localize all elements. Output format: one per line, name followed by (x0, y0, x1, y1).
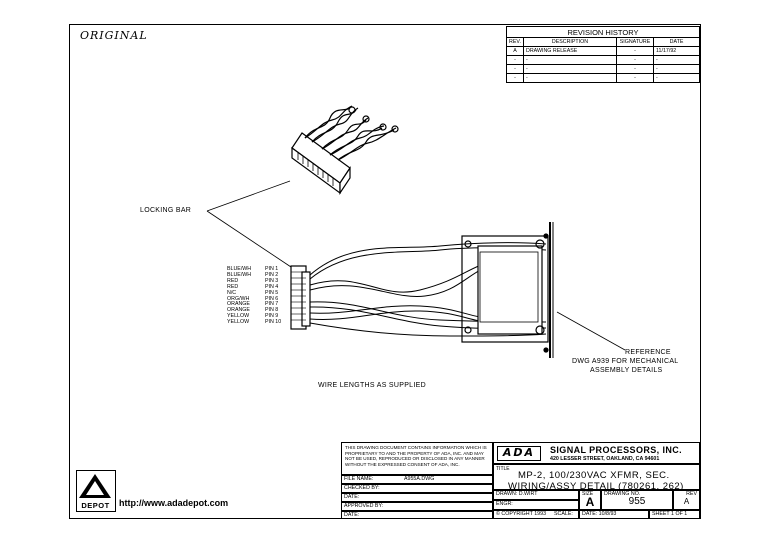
handwritten-original: ORIGINAL (80, 29, 148, 42)
transformer-icon (461, 222, 554, 358)
date-field: DATE: (341, 511, 493, 519)
reference-label: DWG A939 FOR MECHANICAL (572, 358, 679, 365)
checked-by: CHECKED BY: (341, 484, 493, 493)
pin-number: PIN 6 (265, 295, 279, 302)
date-field: DATE: (341, 493, 493, 502)
list-item: ORANGE PIN 7 (227, 302, 281, 308)
title-label: TITLE (496, 466, 510, 472)
website-link[interactable]: http://www.adadepot.com (119, 498, 229, 508)
rev-cell: - (653, 73, 700, 83)
list-item: N/C PIN 5 (227, 289, 281, 297)
file-name-row: FILE NAME: A955A.DWG (341, 475, 493, 484)
size-label: SIZE (582, 491, 594, 497)
locking-bar-label: LOCKING BAR (140, 207, 192, 214)
pin-number: PIN 5 (265, 289, 279, 296)
ada-logo: ADA (497, 446, 541, 461)
engineer: ENGR: (493, 500, 579, 510)
pin-color: ORANGE (227, 307, 250, 314)
pin-number: PIN 7 (265, 301, 279, 308)
pin-color: BLUE/WH (227, 271, 252, 278)
copyright: © COPYRIGHT 1993 (496, 511, 547, 517)
drawing-title: WIRING/ASSY DETAIL (780261, 262) (508, 481, 684, 490)
pin-color: YELLOW (227, 313, 250, 320)
title-cell: TITLE MP-2, 100/230VAC XFMR, SEC. WIRING… (493, 464, 700, 490)
pin-list: BLUE/WH PIN 1 BLUE/WH PIN 2 RED PIN 3 RED PI… (227, 266, 282, 326)
size-cell: SIZE A (579, 490, 601, 510)
drawing-no-label: DRAWING NO. (604, 491, 641, 497)
list-item: ORG/WH PIN 6 (227, 295, 281, 303)
depot-logo: DEPOT (76, 470, 116, 512)
pin-number: PIN 4 (265, 283, 279, 290)
pin-number: PIN 1 (265, 266, 279, 272)
wire-lengths-label: WIRE LENGTHS AS SUPPLIED (318, 382, 426, 389)
depot-text: DEPOT (81, 501, 110, 510)
title-block: THIS DRAWING DOCUMENT CONTAINS INFORMATI… (341, 442, 700, 519)
connector-isometric-icon (291, 105, 399, 195)
drawn-by: DRAWN: D.WIRT (493, 490, 579, 500)
pin-color: RED (227, 277, 239, 284)
leader-line (206, 180, 291, 212)
approved-by: APPROVED BY: (341, 502, 493, 511)
leader-line (556, 311, 626, 351)
copyright-row: © COPYRIGHT 1993 SCALE: (493, 510, 579, 519)
pin-color: ORG/WH (227, 295, 250, 302)
table-row: - - - - (506, 73, 700, 83)
pin-number: PIN 8 (265, 307, 279, 314)
drawing-no-value: 955 (628, 496, 646, 507)
company-name: SIGNAL PROCESSORS, INC. (550, 445, 683, 455)
pin-color: ORANGE (227, 301, 250, 308)
list-item: YELLOW PIN 9 (227, 313, 281, 320)
size-value: A (585, 495, 595, 509)
pin-color: YELLOW (227, 319, 250, 326)
drawing-no-cell: DRAWING NO. 955 (601, 490, 673, 510)
pin-color: BLUE/WH (227, 266, 252, 272)
list-item: RED PIN 4 (227, 283, 281, 291)
list-item: BLUE/WH PIN 2 (227, 271, 281, 279)
company-header: ADA SIGNAL PROCESSORS, INC. 420 LESSER S… (493, 442, 700, 464)
company-address: 420 LESSER STREET, OAKLAND, CA 94601 (550, 456, 660, 462)
pin-number: PIN 3 (265, 277, 279, 284)
rev-label: REV (686, 491, 697, 497)
reference-label: ASSEMBLY DETAILS (590, 367, 663, 374)
file-name-label: FILE NAME: (344, 476, 374, 482)
list-item: RED PIN 3 (227, 277, 281, 285)
scale-label: SCALE: (554, 511, 573, 517)
rev-value: A (683, 497, 690, 506)
pin-color: N/C (227, 289, 237, 296)
pin-number: PIN 10 (265, 319, 282, 326)
reference-label: REFERENCE (625, 349, 671, 356)
list-item: YELLOW PIN 10 (227, 319, 282, 326)
rev-cell: REV A (673, 490, 700, 510)
connector-icon (290, 265, 311, 330)
pin-number: PIN 2 (265, 271, 279, 278)
pin-number: PIN 9 (265, 313, 279, 320)
list-item: ORANGE PIN 8 (227, 307, 281, 314)
sheet-number: SHEET 1 OF 1 (649, 510, 700, 519)
revision-history-table: REVISION HISTORY REV. DESCRIPTION SIGNAT… (506, 26, 700, 83)
drawing-title: MP-2, 100/230VAC XFMR, SEC. (518, 470, 670, 481)
list-item: BLUE/WH PIN 1 (227, 266, 281, 273)
date-field: DATE: 10/8/93 (579, 510, 649, 519)
leader-line (206, 210, 292, 268)
pin-color: RED (227, 283, 239, 290)
proprietary-notice: THIS DRAWING DOCUMENT CONTAINS INFORMATI… (341, 442, 493, 475)
file-name-value: A955A.DWG (404, 476, 435, 482)
ada-triangle-icon (79, 474, 111, 498)
